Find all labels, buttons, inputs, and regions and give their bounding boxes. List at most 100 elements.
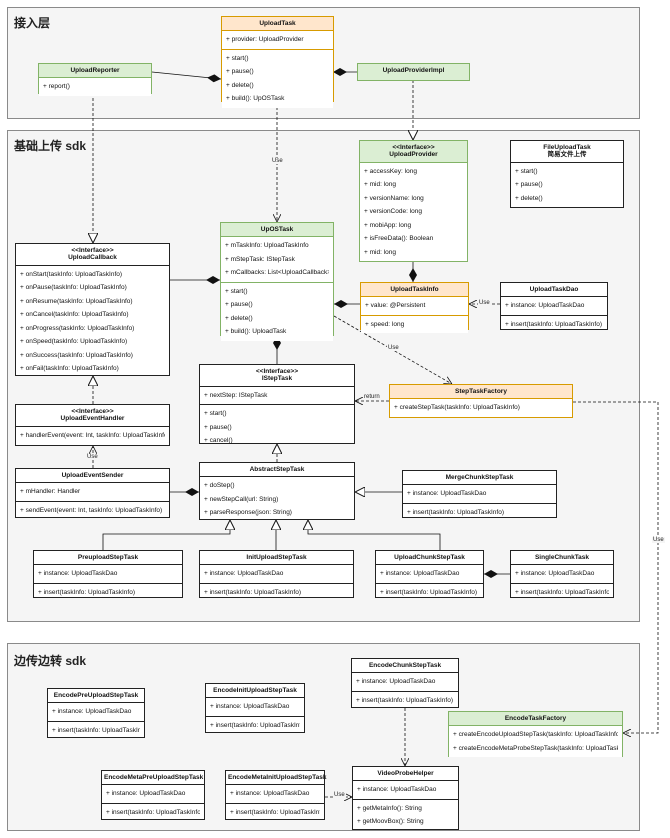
- class-name: InitUploadStepTask: [200, 551, 353, 566]
- edge-upos-factory: [333, 315, 452, 384]
- class-name: FileUploadTask: [543, 144, 591, 151]
- class-name: EncodeInitUploadStepTask: [206, 684, 304, 699]
- method: + onCancel(taskInfo: UploadTaskInfo): [20, 311, 129, 319]
- class-encode-task-factory[interactable]: EncodeTaskFactory + createEncodeUploadSt…: [448, 711, 623, 758]
- class-upload-callback[interactable]: <<Interface>> UploadCallback + onStart(t…: [15, 243, 170, 376]
- label-return: return: [363, 394, 381, 400]
- group-title: 边传边转 sdk: [14, 654, 87, 668]
- class-name: UploadChunkStepTask: [376, 551, 483, 566]
- method: + pause(): [515, 181, 543, 189]
- field: + accessKey: long: [364, 167, 417, 175]
- method: + start(): [226, 54, 249, 62]
- method: + insert(taskInfo: UploadTaskInfo): [407, 508, 505, 516]
- method: + insert(taskInfo: UploadTaskInfo): [356, 696, 454, 704]
- class-istep-task[interactable]: <<Interface>> IStepTask + nextStep: ISte…: [199, 364, 355, 444]
- method: + handlerEvent(event: Int, taskInfo: Upl…: [20, 431, 165, 439]
- field: + instance: UploadTaskDao: [505, 302, 585, 310]
- method: + onFail(taskInfo: UploadTaskInfo): [20, 365, 119, 373]
- method: + sendEvent(event: Int, taskInfo: Upload…: [20, 506, 163, 514]
- class-upload-task[interactable]: UploadTask + provider: UploadProvider + …: [221, 16, 334, 108]
- method: + pause(): [225, 301, 253, 309]
- method: + delete(): [515, 194, 543, 202]
- class-name: UploadTask: [222, 17, 333, 32]
- class-stereotype: <<Interface>>: [71, 247, 114, 254]
- label-use: Use: [478, 300, 491, 306]
- field: + instance: UploadTaskDao: [515, 570, 595, 578]
- method: + insert(taskInfo: UploadTaskInfo): [38, 588, 136, 596]
- class-encode-meta-init-upload-step-task[interactable]: EncodeMetaInitUploadStepTask + instance:…: [225, 770, 326, 820]
- method: + onSuccess(taskInfo: UploadTaskInfo): [20, 351, 133, 359]
- field: + value: @Persistent: [365, 302, 426, 310]
- class-name: MergeChunkStepTask: [403, 471, 556, 486]
- field: + mTaskInfo: UploadTaskInfo: [225, 242, 309, 250]
- edge-factory-encodefactory: [573, 401, 659, 733]
- method: + insert(taskInfo: UploadTaskInfo): [106, 808, 200, 816]
- class-video-probe-helper[interactable]: VideoProbeHelper + instance: UploadTaskD…: [352, 766, 459, 830]
- class-name: UploadTaskInfo: [361, 283, 468, 298]
- class-encode-meta-pre-upload-step-task[interactable]: EncodeMetaPreUploadStepTask + instance: …: [101, 770, 205, 820]
- method: + getMetaInfo(): String: [357, 804, 422, 812]
- class-abstract-step-task[interactable]: AbstractStepTask + doStep() + newStepCal…: [199, 462, 355, 520]
- class-upload-event-handler[interactable]: <<Interface>> UploadEventHandler + handl…: [15, 404, 170, 446]
- edge-reporter-task: [151, 71, 222, 83]
- method: + createEncodeUploadStepTask(taskInfo: U…: [453, 731, 618, 739]
- method: + insert(taskInfo: UploadTaskInfo): [505, 320, 603, 328]
- class-merge-chunk-step-task[interactable]: MergeChunkStepTask + instance: UploadTas…: [402, 470, 557, 518]
- field: + mid: long: [364, 181, 396, 189]
- method: + onProgress(taskInfo: UploadTaskInfo): [20, 324, 135, 332]
- field: + mHandler: Handler: [20, 488, 81, 496]
- label-use: Use: [333, 792, 346, 798]
- class-upload-chunk-step-task[interactable]: UploadChunkStepTask + instance: UploadTa…: [375, 550, 484, 598]
- class-name: UploadCallback: [68, 254, 117, 262]
- class-name: IStepTask: [261, 375, 293, 383]
- class-name: UploadTaskDao: [501, 283, 607, 298]
- class-name: EncodeChunkStepTask: [352, 659, 458, 674]
- method: + insert(taskInfo: UploadTaskInfo): [210, 721, 300, 729]
- class-upos-task[interactable]: UpOSTask + mTaskInfo: UploadTaskInfo + m…: [220, 222, 334, 341]
- class-upload-provider-impl[interactable]: UploadProviderImpl: [357, 63, 470, 81]
- label-use: Use: [387, 345, 400, 351]
- class-name: UploadEventSender: [16, 469, 169, 484]
- class-name: UploadEventHandler: [60, 415, 125, 423]
- method: + pause(): [204, 423, 232, 431]
- method: + insert(taskInfo: UploadTaskInfo): [204, 588, 302, 596]
- field: + instance: UploadTaskDao: [106, 790, 186, 798]
- field: + instance: UploadTaskDao: [230, 790, 310, 798]
- label-use: Use: [86, 454, 99, 460]
- class-stereotype: <<Interface>>: [255, 368, 299, 375]
- class-name: EncodePreUploadStepTask: [48, 689, 144, 704]
- class-upload-task-info[interactable]: UploadTaskInfo + value: @Persistent + sp…: [360, 282, 469, 334]
- class-upload-event-sender[interactable]: UploadEventSender + mHandler: Handler + …: [15, 468, 170, 518]
- field: + mobiApp: long: [364, 221, 412, 229]
- method: + createStepTask(taskInfo: UploadTaskInf…: [394, 404, 520, 412]
- method: + getMoovBox(): String: [357, 818, 424, 826]
- method: + createEncodeMetaProbeStepTask(taskInfo…: [453, 744, 618, 752]
- field: + instance: UploadTaskDao: [357, 786, 437, 794]
- field: + instance: UploadTaskDao: [52, 708, 132, 716]
- field: + isFreeData(): Boolean: [364, 235, 434, 243]
- class-name: EncodeMetaPreUploadStepTask: [102, 771, 204, 786]
- field: + mCallbacks: List<UploadCallback>: [225, 269, 329, 277]
- class-encode-pre-upload-step-task[interactable]: EncodePreUploadStepTask + instance: Uplo…: [47, 688, 145, 738]
- class-upload-task-dao[interactable]: UploadTaskDao + instance: UploadTaskDao …: [500, 282, 608, 330]
- field: + instance: UploadTaskDao: [380, 570, 460, 578]
- method: + build(): UploadTask: [225, 328, 287, 336]
- method: + doStep(): [204, 482, 235, 490]
- class-encode-init-upload-step-task[interactable]: EncodeInitUploadStepTask + instance: Upl…: [205, 683, 305, 733]
- class-init-upload-step-task[interactable]: InitUploadStepTask + instance: UploadTas…: [199, 550, 354, 598]
- class-name: UploadProvider: [389, 151, 438, 159]
- class-name: EncodeTaskFactory: [449, 712, 622, 727]
- class-upload-provider[interactable]: <<Interface>> UploadProvider + accessKey…: [359, 140, 468, 262]
- class-single-chunk-task[interactable]: SingleChunkTask + instance: UploadTaskDa…: [510, 550, 614, 598]
- class-encode-chunk-step-task[interactable]: EncodeChunkStepTask + instance: UploadTa…: [351, 658, 459, 708]
- class-name: VideoProbeHelper: [353, 767, 458, 782]
- field: + instance: UploadTaskDao: [204, 570, 284, 578]
- class-step-task-factory[interactable]: StepTaskFactory + createStepTask(taskInf…: [389, 384, 573, 418]
- class-preupload-step-task[interactable]: PreuploadStepTask + instance: UploadTask…: [33, 550, 183, 598]
- class-upload-reporter[interactable]: UploadReporter + report(): [38, 63, 152, 96]
- field: + instance: UploadTaskDao: [407, 490, 487, 498]
- label-use: Use: [652, 537, 665, 543]
- class-file-upload-task[interactable]: FileUploadTask 简易文件上传 + start() + pause(…: [510, 140, 624, 208]
- method: + delete(): [225, 314, 253, 322]
